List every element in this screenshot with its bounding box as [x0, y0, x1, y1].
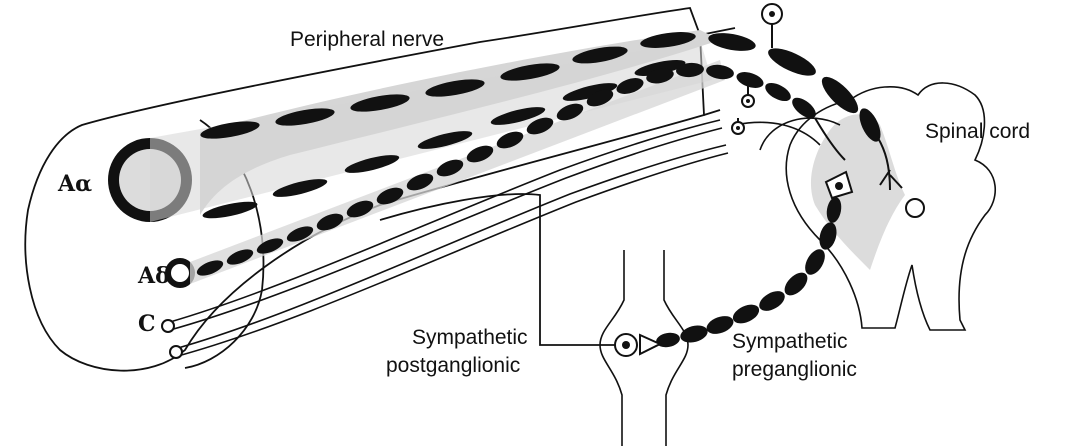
spinal-cord-label: Spinal cord [925, 120, 1030, 144]
central-canal [906, 199, 924, 217]
sympathetic-postganglionic-label-line2: postganglionic [386, 354, 520, 378]
sympathetic-preganglionic-fiber [655, 196, 843, 349]
c-fiber-end-2 [170, 346, 182, 358]
a-alpha-label: Aα [58, 172, 92, 197]
a-alpha-cell-body [762, 4, 782, 48]
sympathetic-preganglionic-label-line1: Sympathetic [732, 330, 848, 354]
peripheral-nerve-label: Peripheral nerve [290, 28, 444, 52]
sympathetic-postganglionic-label-line1: Sympathetic [412, 326, 528, 350]
synapse-triangle [640, 335, 660, 354]
a-delta-cell-body [742, 85, 754, 107]
a-delta-label: Aδ [138, 264, 170, 289]
c-fiber-label: C [138, 312, 156, 337]
c-fiber-end-1 [162, 320, 174, 332]
sympathetic-preganglionic-label-line2: preganglionic [732, 358, 857, 382]
c-fiber-cell-body [732, 118, 744, 134]
